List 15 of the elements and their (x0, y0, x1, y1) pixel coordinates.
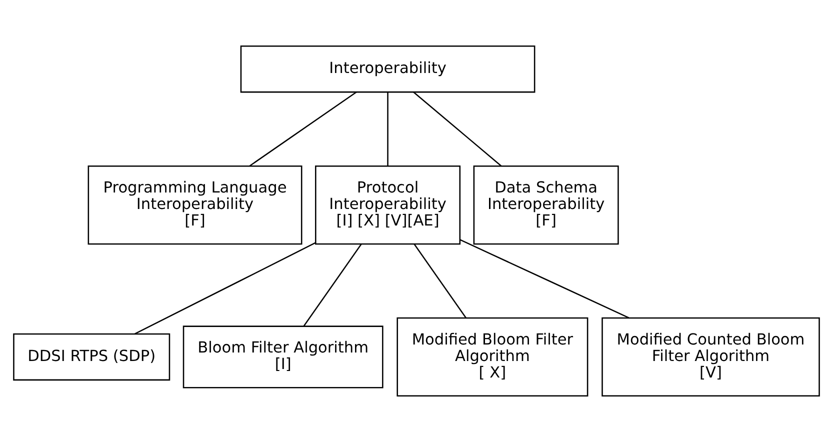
connector (303, 244, 362, 326)
node-box: Protocol Interoperability [I] [X] [V][AE] (315, 165, 461, 245)
connector (414, 244, 467, 318)
connector (413, 92, 502, 166)
connector (387, 92, 388, 166)
node-box: Modified Counted Bloom Filter Algorithm [V] (602, 317, 820, 397)
connector (134, 242, 316, 334)
connector (249, 92, 357, 166)
node-box: DDSI RTPS (SDP) (13, 333, 170, 381)
node-box: Modified Bloom Filter Algorithm [ X] (396, 317, 588, 397)
node-box: Bloom Filter Algorithm [I] (182, 326, 384, 388)
connector (460, 239, 630, 318)
node-box: Programming Language Interoperability [F] (88, 165, 302, 245)
node-box: Interoperability (240, 45, 536, 93)
node-box: Data Schema Interoperability [F] (473, 165, 619, 245)
